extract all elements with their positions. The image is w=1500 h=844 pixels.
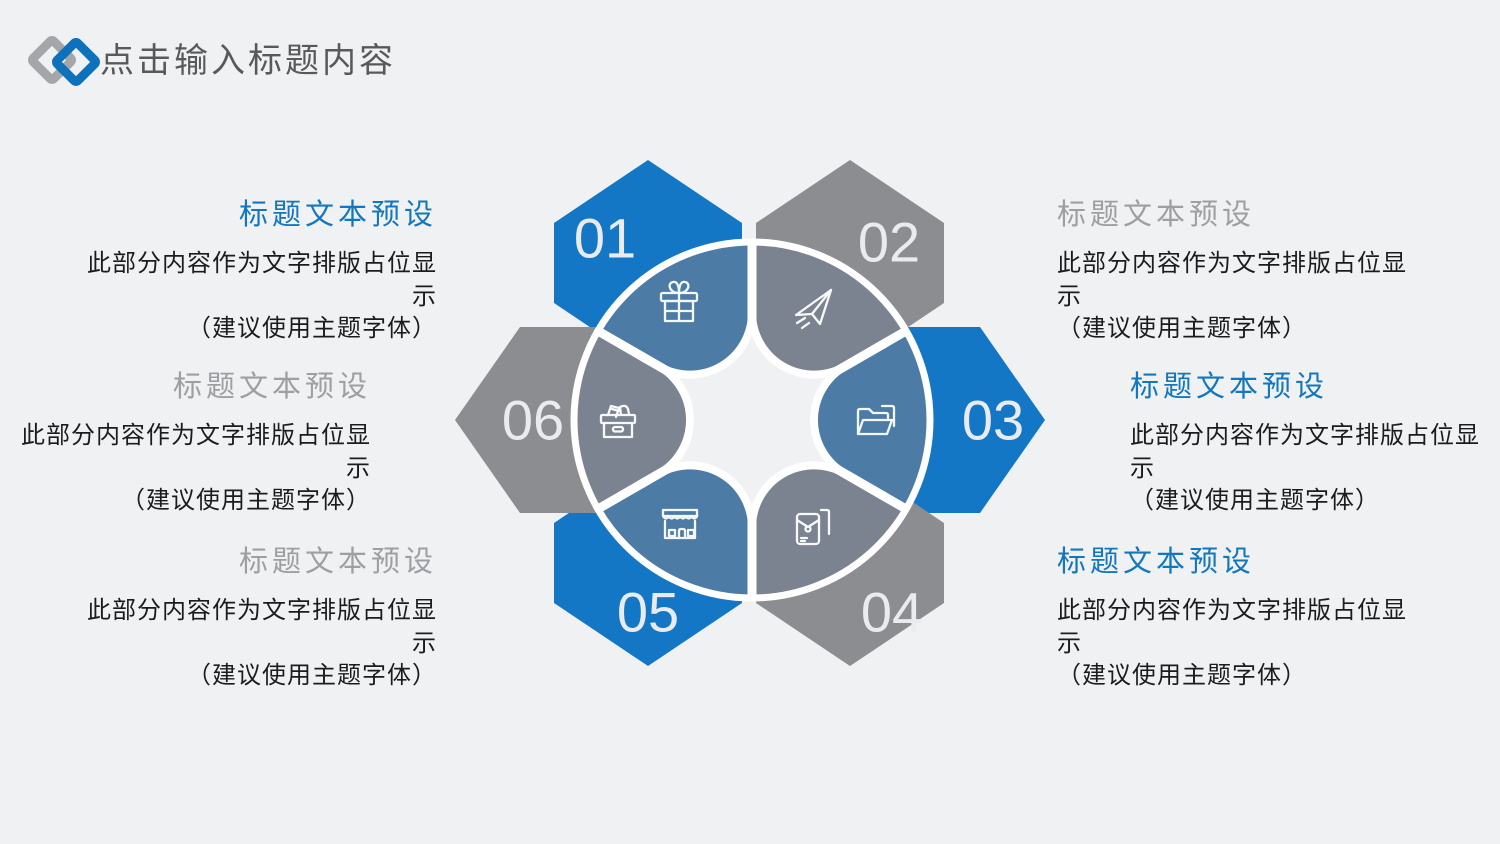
hexagon-number-04: 04: [861, 581, 923, 644]
paper-plane-icon: [794, 288, 833, 330]
hexagon-number-01: 01: [574, 207, 636, 270]
text-block-4[interactable]: 标题文本预设 此部分内容作为文字排版占位显示 （建议使用主题字体）: [1057, 196, 1411, 346]
block-title: 标题文本预设: [1130, 371, 1329, 403]
page-title[interactable]: 点击输入标题内容: [100, 42, 396, 80]
block-body: 此部分内容作为文字排版占位显示 （建议使用主题字体）: [87, 250, 437, 342]
sector-06: [573, 331, 752, 509]
gift-icon: [659, 280, 699, 323]
circle-ring: [570, 238, 934, 602]
hexagon-number-03: 03: [962, 389, 1024, 452]
folder-icon: [856, 404, 896, 436]
block-title: 标题文本预设: [238, 199, 437, 231]
block-body: 此部分内容作为文字排版占位显示 （建议使用主题字体）: [1130, 422, 1480, 514]
block-body: 此部分内容作为文字排版占位显示 （建议使用主题字体）: [1057, 250, 1407, 342]
block-title: 标题文本预设: [172, 371, 371, 403]
hexagon-number-06: 06: [502, 389, 564, 452]
text-block-3[interactable]: 标题文本预设 此部分内容作为文字排版占位显示 （建议使用主题字体）: [83, 543, 437, 693]
block-body: 此部分内容作为文字排版占位显示 （建议使用主题字体）: [1057, 597, 1407, 689]
text-block-5[interactable]: 标题文本预设 此部分内容作为文字排版占位显示 （建议使用主题字体）: [1130, 368, 1484, 518]
block-title: 标题文本预设: [1057, 199, 1256, 231]
block-title: 标题文本预设: [1057, 546, 1256, 578]
slide-header: 点击输入标题内容: [0, 0, 1500, 110]
block-title: 标题文本预设: [238, 546, 437, 578]
storefront-icon: [661, 508, 699, 540]
block-body: 此部分内容作为文字排版占位显示 （建议使用主题字体）: [21, 422, 371, 514]
block-body: 此部分内容作为文字排版占位显示 （建议使用主题字体）: [87, 597, 437, 689]
hexagon-number-02: 02: [858, 211, 920, 274]
text-block-6[interactable]: 标题文本预设 此部分内容作为文字排版占位显示 （建议使用主题字体）: [1057, 543, 1411, 693]
envelope-icon: [795, 508, 831, 546]
hexagon-number-05: 05: [617, 581, 679, 644]
sector-03: [752, 331, 931, 509]
text-block-1[interactable]: 标题文本预设 此部分内容作为文字排版占位显示 （建议使用主题字体）: [83, 196, 437, 346]
archive-box-icon: [599, 404, 637, 439]
text-block-2[interactable]: 标题文本预设 此部分内容作为文字排版占位显示 （建议使用主题字体）: [17, 368, 371, 518]
center-star: [655, 308, 849, 532]
